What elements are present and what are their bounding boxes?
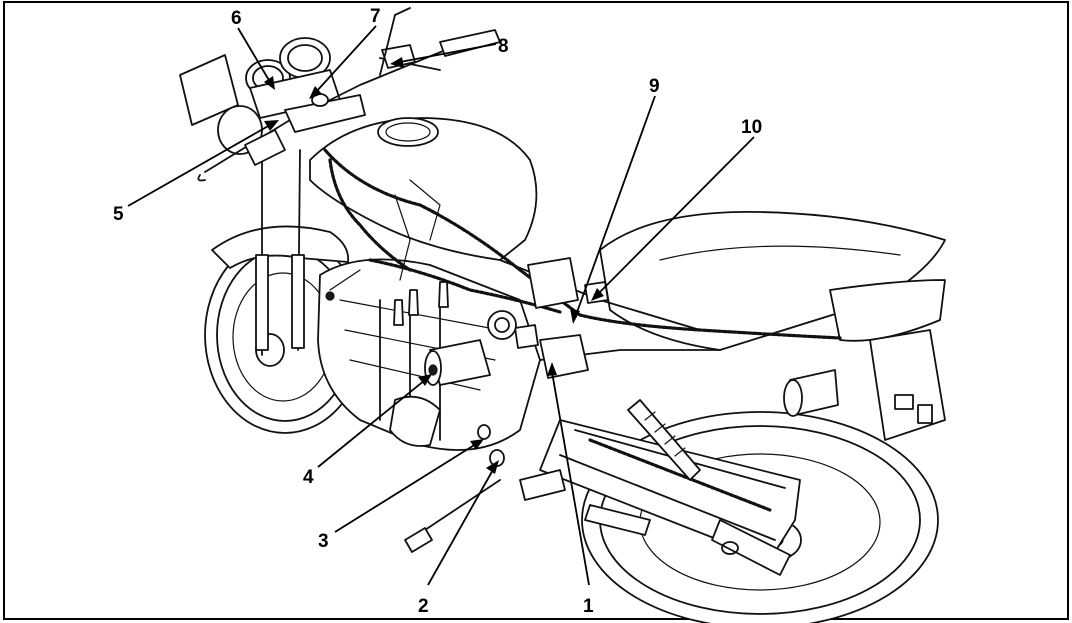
fuel-tank [309,117,538,261]
callout-1: 1 [583,596,594,617]
callout-labels: 1 2 3 4 5 6 7 8 9 10 [113,6,762,617]
engine [317,258,541,467]
callout-leaders [127,25,755,586]
motorcycle-illustration [179,7,946,623]
callout-8: 8 [498,36,509,57]
seat [599,211,946,351]
callout-7: 7 [370,6,381,27]
callout-6: 6 [231,8,242,29]
callout-3: 3 [318,531,329,552]
instrument-cluster [245,37,341,119]
callout-4: 4 [303,467,314,488]
handlebars [197,7,501,182]
callout-10: 10 [741,117,762,138]
callout-2: 2 [418,596,429,617]
callout-9: 9 [649,76,660,97]
swingarm [539,419,801,576]
callout-5: 5 [113,204,124,225]
figure-frame [3,1,1069,620]
